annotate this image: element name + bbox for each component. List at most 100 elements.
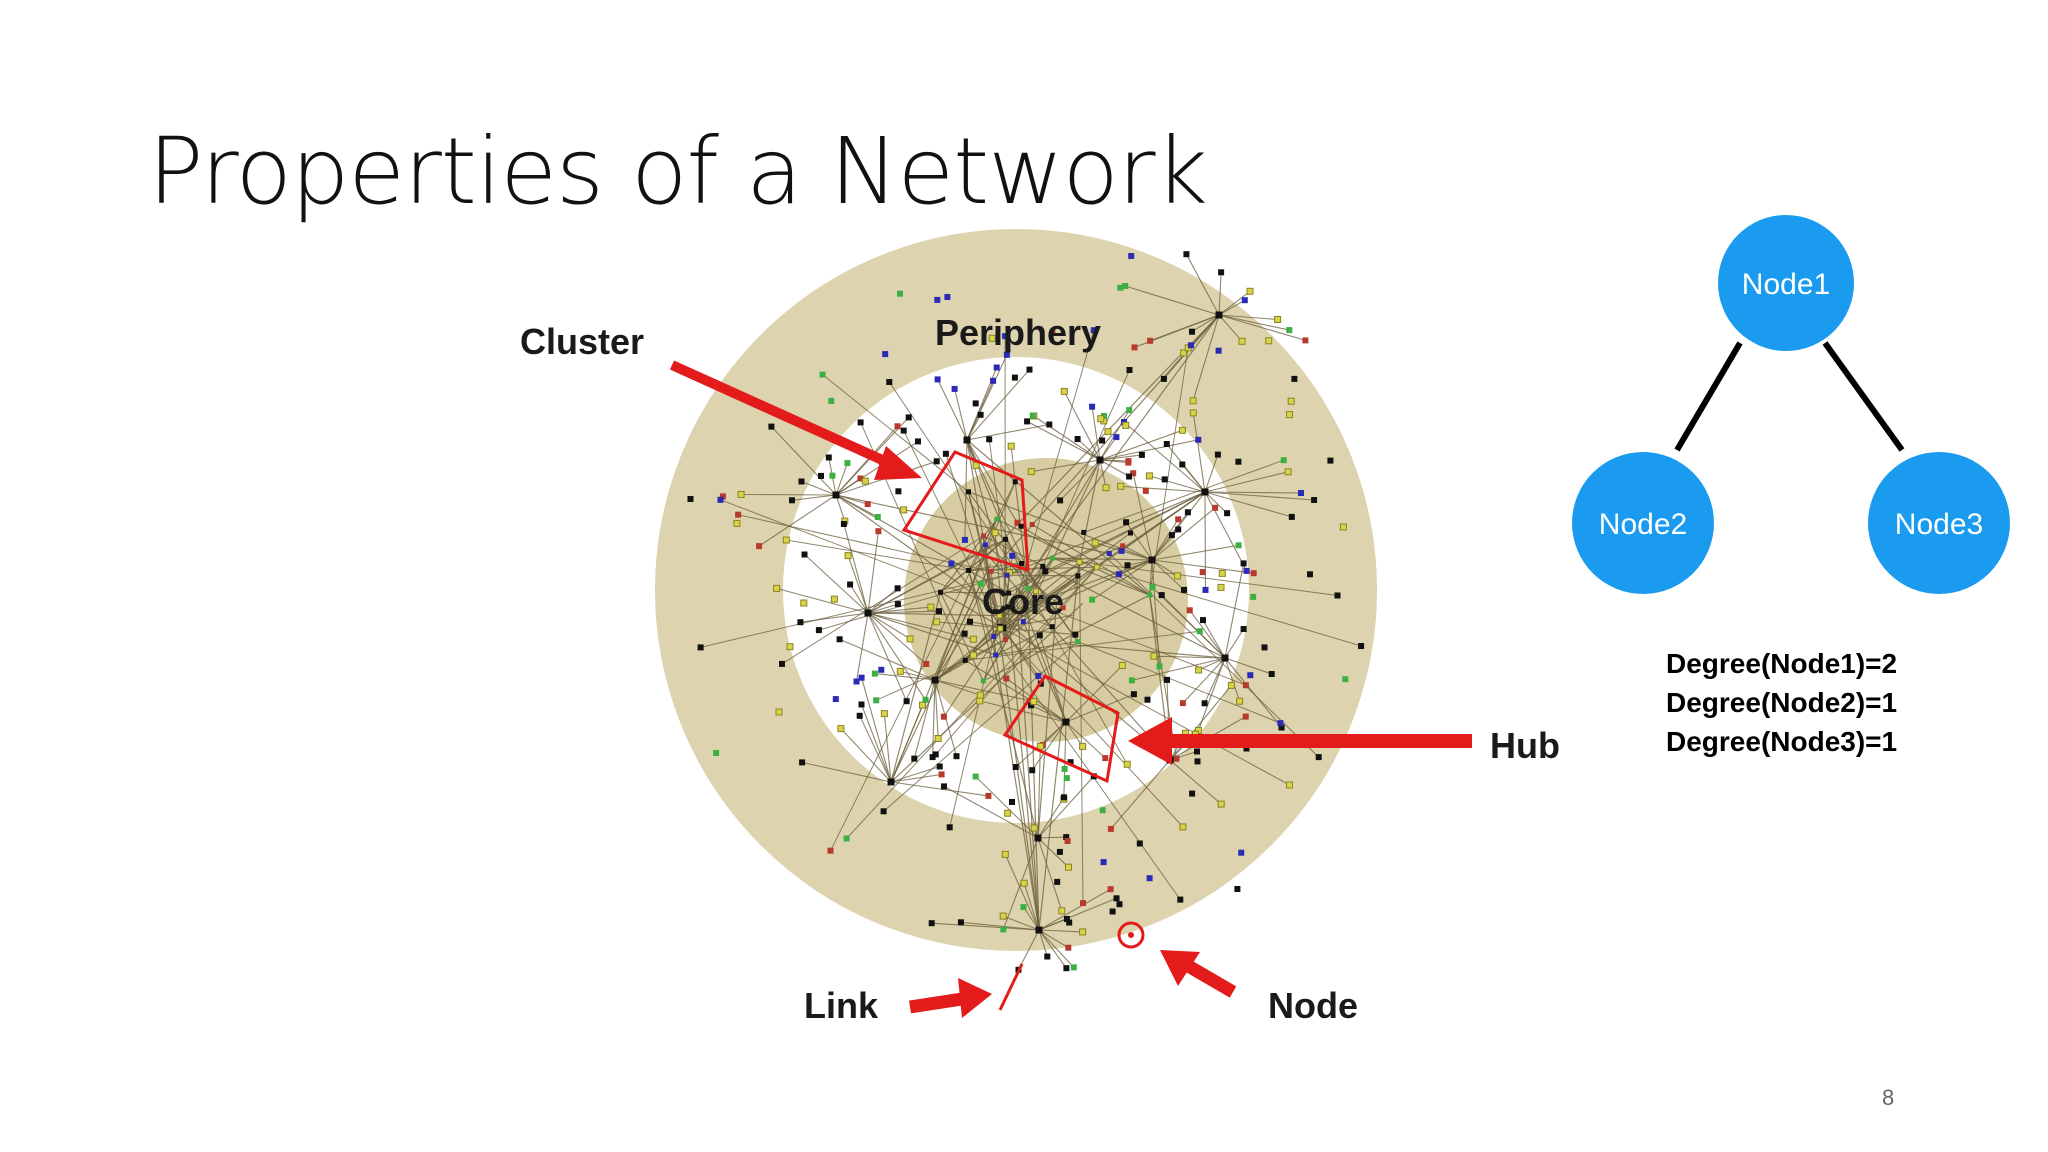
network-node [1093, 564, 1100, 571]
network-link [1022, 459, 1101, 622]
network-node [856, 712, 863, 719]
network-node [1177, 896, 1184, 903]
network-link [1038, 929, 1069, 949]
network-node [986, 436, 993, 443]
network-node [1164, 676, 1170, 683]
network-link [1120, 485, 1206, 493]
network-link [867, 612, 926, 701]
network-node [1242, 713, 1249, 720]
network-link [1068, 643, 1226, 659]
network-link [1218, 314, 1278, 321]
network-node [853, 678, 860, 685]
network-node [1035, 926, 1043, 934]
network-node [1217, 800, 1225, 808]
network-node [1217, 583, 1225, 591]
network-link [867, 603, 899, 614]
network-node [880, 710, 888, 718]
network-node [951, 385, 958, 392]
network-node [713, 750, 720, 756]
network-node [1089, 596, 1096, 603]
network-node [1142, 487, 1149, 494]
network-node [857, 475, 864, 482]
network-node [798, 478, 805, 485]
network-node [1000, 926, 1007, 933]
network-node [818, 472, 824, 479]
network-link [1125, 285, 1220, 316]
network-node [1020, 879, 1028, 887]
network-node [953, 753, 960, 760]
network-node [1024, 418, 1031, 425]
network-node [1107, 886, 1114, 893]
network-node [1033, 588, 1039, 595]
network-node [756, 543, 763, 550]
network-link [875, 659, 966, 701]
network-node [844, 460, 851, 467]
network-node [1054, 878, 1061, 885]
network-link [867, 612, 908, 702]
network-node [1004, 809, 1012, 817]
node-label: Node [1268, 985, 1358, 1026]
network-node [1199, 569, 1206, 576]
network-node [840, 521, 847, 527]
network-node [966, 567, 972, 573]
network-node [1274, 316, 1282, 323]
network-link [835, 462, 848, 496]
network-node [895, 488, 902, 495]
network-node [1136, 840, 1143, 847]
network-link [1204, 491, 1207, 590]
network-link [1108, 553, 1320, 758]
network-node [1158, 592, 1165, 599]
network-node [967, 618, 973, 625]
network-node [1034, 834, 1042, 842]
network-link [883, 713, 892, 783]
network-link [1007, 606, 1040, 931]
network-link [867, 612, 911, 640]
network-node [1109, 908, 1116, 915]
network-node [1007, 442, 1015, 450]
network-node [931, 676, 939, 684]
network-node [941, 783, 947, 790]
network-node [1144, 696, 1151, 703]
network-link [835, 494, 1009, 594]
network-node [946, 824, 953, 831]
network-link [1008, 592, 1247, 686]
link-highlight [998, 963, 1024, 1011]
network-node [1227, 681, 1235, 689]
network-node [1130, 470, 1137, 477]
network-node [1278, 724, 1285, 731]
hub-box [1002, 674, 1120, 784]
network-node [894, 601, 901, 608]
network-node [875, 528, 882, 535]
network-link [804, 554, 869, 614]
network-link [1192, 314, 1220, 401]
network-node [829, 472, 836, 479]
network-node [1099, 807, 1106, 814]
network-node [1147, 337, 1154, 344]
network-node [1130, 691, 1137, 698]
network-link [1022, 621, 1067, 723]
network-node [819, 371, 826, 378]
network-link [1007, 491, 1206, 591]
network-node [997, 625, 1004, 632]
network-link [1099, 436, 1117, 461]
network-node [1029, 412, 1036, 419]
network-link [1123, 421, 1206, 493]
network-node [1063, 775, 1070, 782]
network-node [801, 551, 808, 558]
network-node [1018, 523, 1024, 529]
network-link [966, 423, 1050, 441]
network-link [1204, 491, 1315, 501]
network-node [938, 771, 945, 778]
network-link [855, 612, 869, 682]
network-node [1120, 543, 1126, 549]
network-node [1234, 886, 1241, 892]
network-node [1243, 567, 1250, 574]
network-node [1113, 895, 1120, 902]
network-node [861, 477, 869, 485]
network-link [1151, 559, 1185, 591]
network-link [1182, 657, 1226, 704]
network-node [779, 660, 785, 667]
network-link [1202, 619, 1226, 659]
network-link [1065, 721, 1106, 759]
network-node [1149, 584, 1156, 591]
